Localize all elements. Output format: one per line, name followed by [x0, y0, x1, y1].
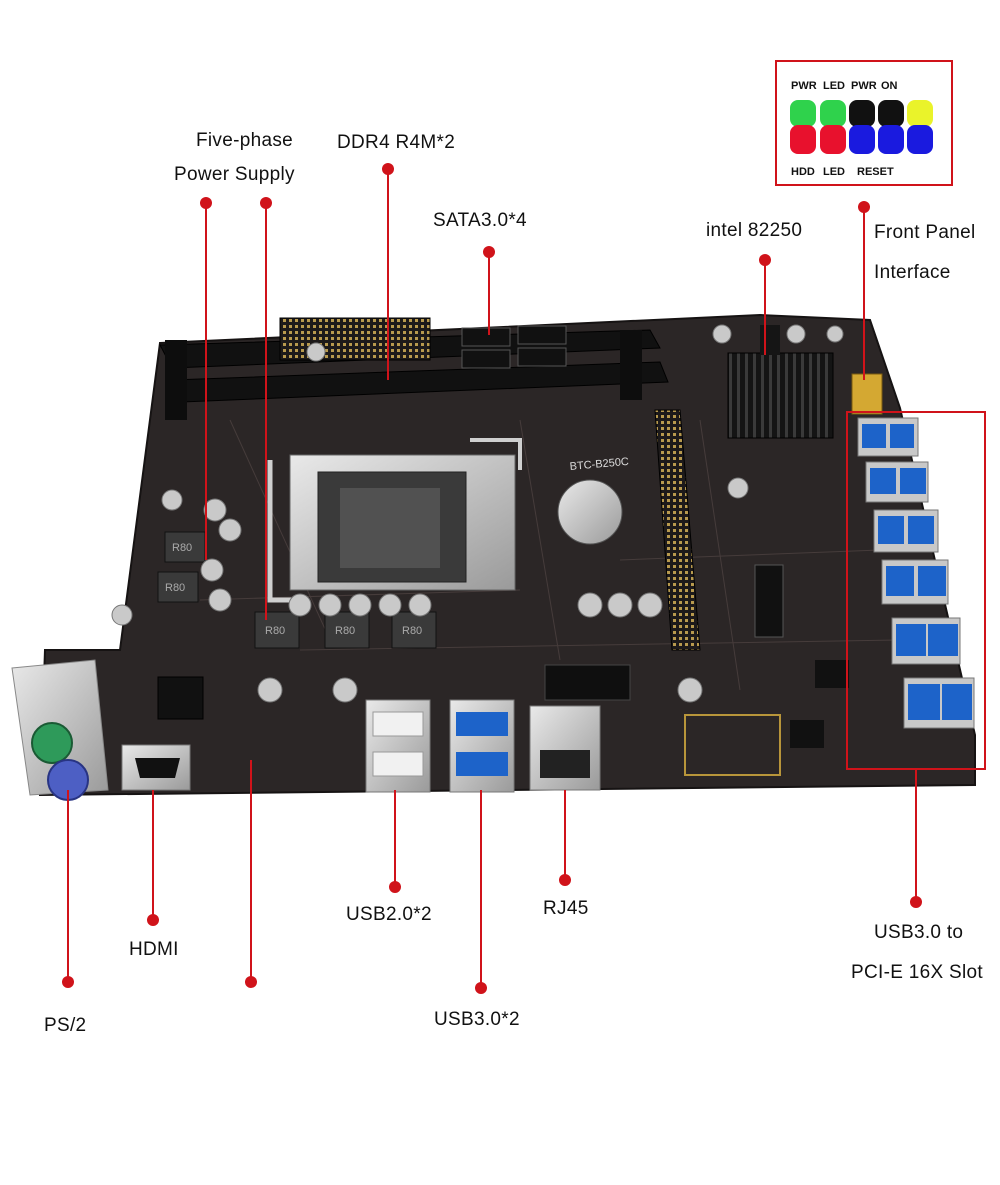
inductors [157, 531, 437, 649]
hdmi-port [121, 744, 191, 791]
label-front-panel-2: Interface [874, 262, 951, 283]
front-panel-header [851, 373, 883, 415]
usb30-stack [449, 699, 515, 793]
label-usb30-pcie-1: USB3.0 to [874, 922, 964, 943]
label-intel: intel 82250 [706, 220, 803, 241]
label-front-panel-1: Front Panel [874, 222, 976, 243]
fp-on-label: ON [881, 80, 898, 92]
svg-text:R80: R80 [172, 542, 192, 554]
usb20-stack [365, 699, 431, 793]
io-chip [815, 660, 849, 688]
ps2-port [11, 659, 109, 801]
board-model-label: BTC-B250C [569, 456, 629, 473]
label-ps2: PS/2 [44, 1015, 87, 1036]
svg-text:R80: R80 [335, 625, 355, 637]
heatsink-post [760, 325, 780, 355]
rj45-port [529, 705, 601, 791]
fp-hdd-label: HDD [791, 166, 815, 178]
m2-slot [544, 664, 631, 701]
label-hdmi: HDMI [129, 939, 179, 960]
svg-text:R80: R80 [265, 625, 285, 637]
pcie-slot [654, 409, 701, 651]
chipset-heatsink [727, 352, 834, 439]
sata-ports [461, 325, 567, 369]
svg-text:R80: R80 [402, 625, 422, 637]
fp-pwr-label: PWR [851, 80, 877, 92]
fp-pwr-plus-label: PWR [791, 80, 817, 92]
capacitors [111, 324, 844, 703]
label-rj45: RJ45 [543, 898, 589, 919]
bios-chip [790, 720, 824, 748]
fp-led-minus-label: LED [823, 80, 845, 92]
callout-lines [62, 163, 922, 994]
fp-pin-swatches [790, 100, 933, 154]
label-ddr4: DDR4 R4M*2 [337, 132, 456, 153]
usb3-pcie-stacks [857, 417, 975, 729]
label-five-phase-1: Five-phase [196, 130, 293, 151]
label-sata: SATA3.0*4 [433, 210, 527, 231]
svg-text:R80: R80 [165, 582, 185, 594]
cpu-socket [267, 438, 522, 603]
label-five-phase-2: Power Supply [174, 164, 295, 185]
fp-reset-label: RESET [857, 166, 894, 178]
cmos-battery [557, 479, 623, 545]
front-panel-legend: PWR LED PWR ON HDD LED RESET [775, 60, 953, 186]
inductor-labels: R80 R80 R80 R80 R80 [165, 542, 422, 637]
usb-header [754, 564, 784, 638]
audio-board [684, 714, 781, 776]
label-usb30: USB3.0*2 [434, 1009, 520, 1030]
label-usb30-pcie-2: PCI-E 16X Slot [851, 962, 983, 983]
atx-24pin [279, 317, 431, 361]
fp-led-label: LED [823, 166, 845, 178]
label-usb20: USB2.0*2 [346, 904, 432, 925]
eps-4pin [157, 676, 204, 720]
